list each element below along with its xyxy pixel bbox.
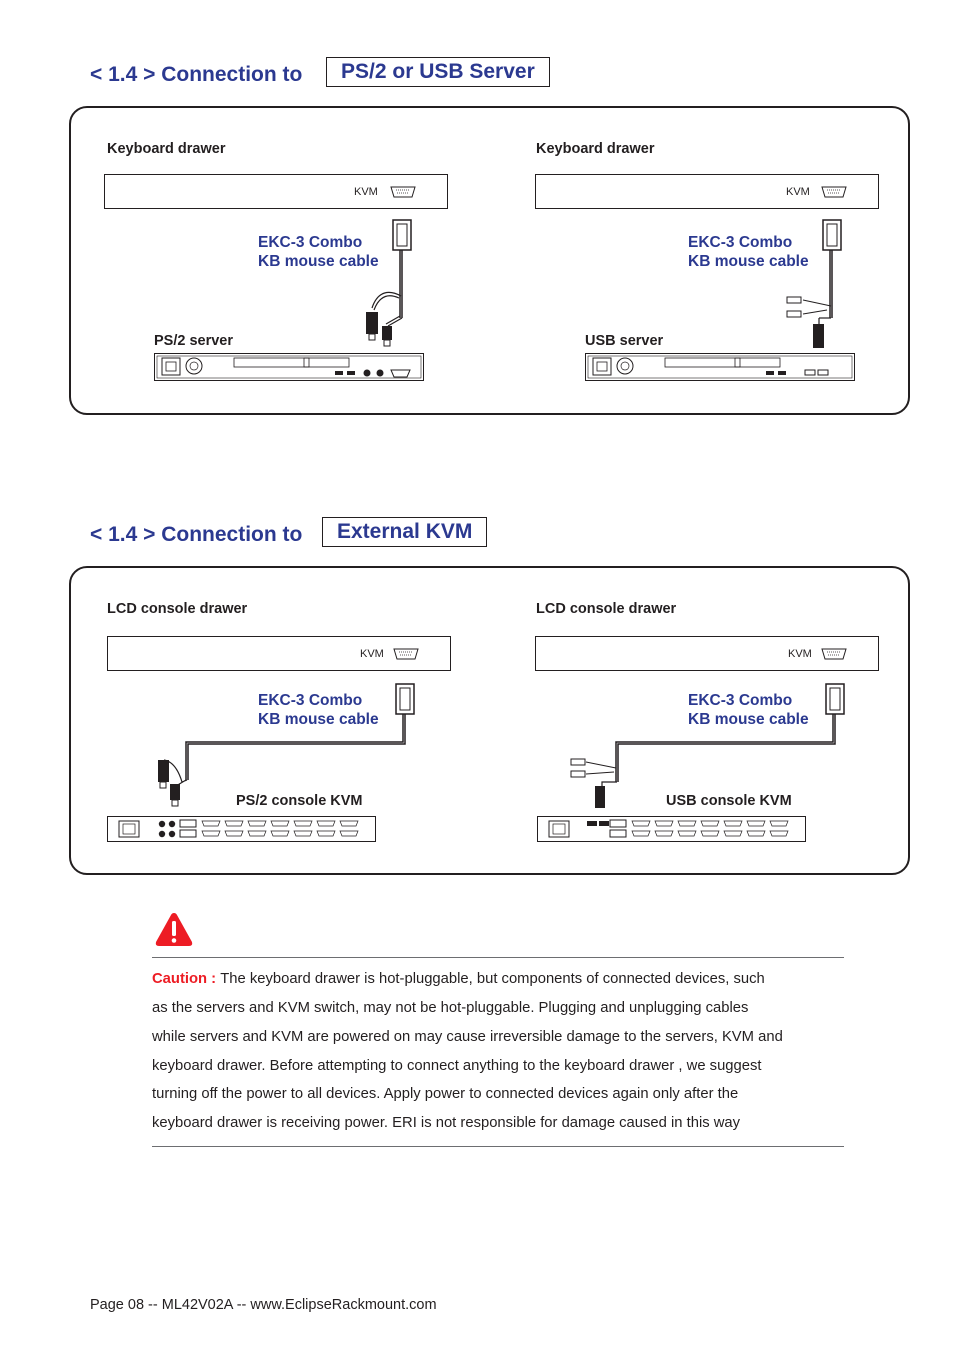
server-connection-panel <box>69 106 910 415</box>
cable-name: EKC-3 Combo <box>258 692 363 709</box>
kvm-port-label: KVM <box>788 648 812 660</box>
keyboard-drawer-right: KVM <box>535 174 879 209</box>
vga-port-icon <box>821 186 847 198</box>
caution-top-divider <box>152 957 844 958</box>
cable-label-ps2-server: EKC-3 Combo KB mouse cable <box>258 233 379 271</box>
caution-word: Caution : <box>152 971 217 987</box>
device-label-ps2-server: PS/2 server <box>154 333 234 349</box>
cable-name: EKC-3 Combo <box>688 234 793 251</box>
cable-label-ps2-kvm: EKC-3 Combo KB mouse cable <box>258 691 379 729</box>
cable-name: EKC-3 Combo <box>258 234 363 251</box>
cable-desc: KB mouse cable <box>258 253 379 270</box>
cable-label-usb-server: EKC-3 Combo KB mouse cable <box>688 233 809 271</box>
keyboard-drawer-label-left: Keyboard drawer <box>107 141 226 157</box>
section1-title-box: PS/2 or USB Server <box>326 57 550 87</box>
kvm-port-label: KVM <box>360 648 384 660</box>
usb-combo-cable-icon <box>786 219 842 348</box>
usb-kvm-rear-icon <box>537 816 806 842</box>
section2-title-box: External KVM <box>322 517 488 547</box>
ps2-server-rear-icon <box>154 353 424 381</box>
device-label-usb-kvm: USB console KVM <box>666 793 792 809</box>
cable-label-usb-kvm: EKC-3 Combo KB mouse cable <box>688 691 809 729</box>
ps2-kvm-cable-icon <box>158 683 415 807</box>
cable-name: EKC-3 Combo <box>688 692 793 709</box>
device-label-usb-server: USB server <box>585 333 664 349</box>
lcd-console-drawer-label-left: LCD console drawer <box>107 601 248 617</box>
caution-line-6: keyboard drawer is receiving power. ERI … <box>152 1115 741 1131</box>
warning-triangle-icon <box>155 913 193 946</box>
page-footer: Page 08 -- ML42V02A -- www.EclipseRackmo… <box>90 1297 437 1313</box>
lcd-console-drawer-right: KVM <box>535 636 879 671</box>
usb-server-rear-icon <box>585 353 855 381</box>
lcd-console-drawer-left: KVM <box>107 636 451 671</box>
caution-bottom-divider <box>152 1146 844 1147</box>
device-label-ps2-kvm: PS/2 console KVM <box>236 793 363 809</box>
caution-line-4: keyboard drawer. Before attempting to co… <box>152 1058 762 1074</box>
ps2-kvm-rear-icon <box>107 816 376 842</box>
cable-desc: KB mouse cable <box>688 253 809 270</box>
caution-line-1: Caution : The keyboard drawer is hot-plu… <box>152 971 765 987</box>
external-kvm-panel <box>69 566 910 875</box>
caution-line-5: turning off the power to all devices. Ap… <box>152 1086 739 1102</box>
cable-desc: KB mouse cable <box>688 711 809 728</box>
vga-port-icon <box>390 186 416 198</box>
ps2-combo-cable-icon <box>366 219 412 347</box>
caution-line-2: as the servers and KVM switch, may not b… <box>152 1000 749 1016</box>
lcd-console-drawer-label-right: LCD console drawer <box>536 601 677 617</box>
kvm-port-label: KVM <box>354 186 378 198</box>
vga-port-icon <box>393 648 419 660</box>
caution-line-3: while servers and KVM are powered on may… <box>152 1029 783 1045</box>
cable-desc: KB mouse cable <box>258 711 379 728</box>
keyboard-drawer-left: KVM <box>104 174 448 209</box>
section2-title-prefix: < 1.4 > Connection to <box>90 523 303 546</box>
kvm-port-label: KVM <box>786 186 810 198</box>
section1-title-prefix: < 1.4 > Connection to <box>90 63 303 86</box>
keyboard-drawer-label-right: Keyboard drawer <box>536 141 655 157</box>
usb-kvm-cable-icon <box>570 683 845 808</box>
vga-port-icon <box>821 648 847 660</box>
